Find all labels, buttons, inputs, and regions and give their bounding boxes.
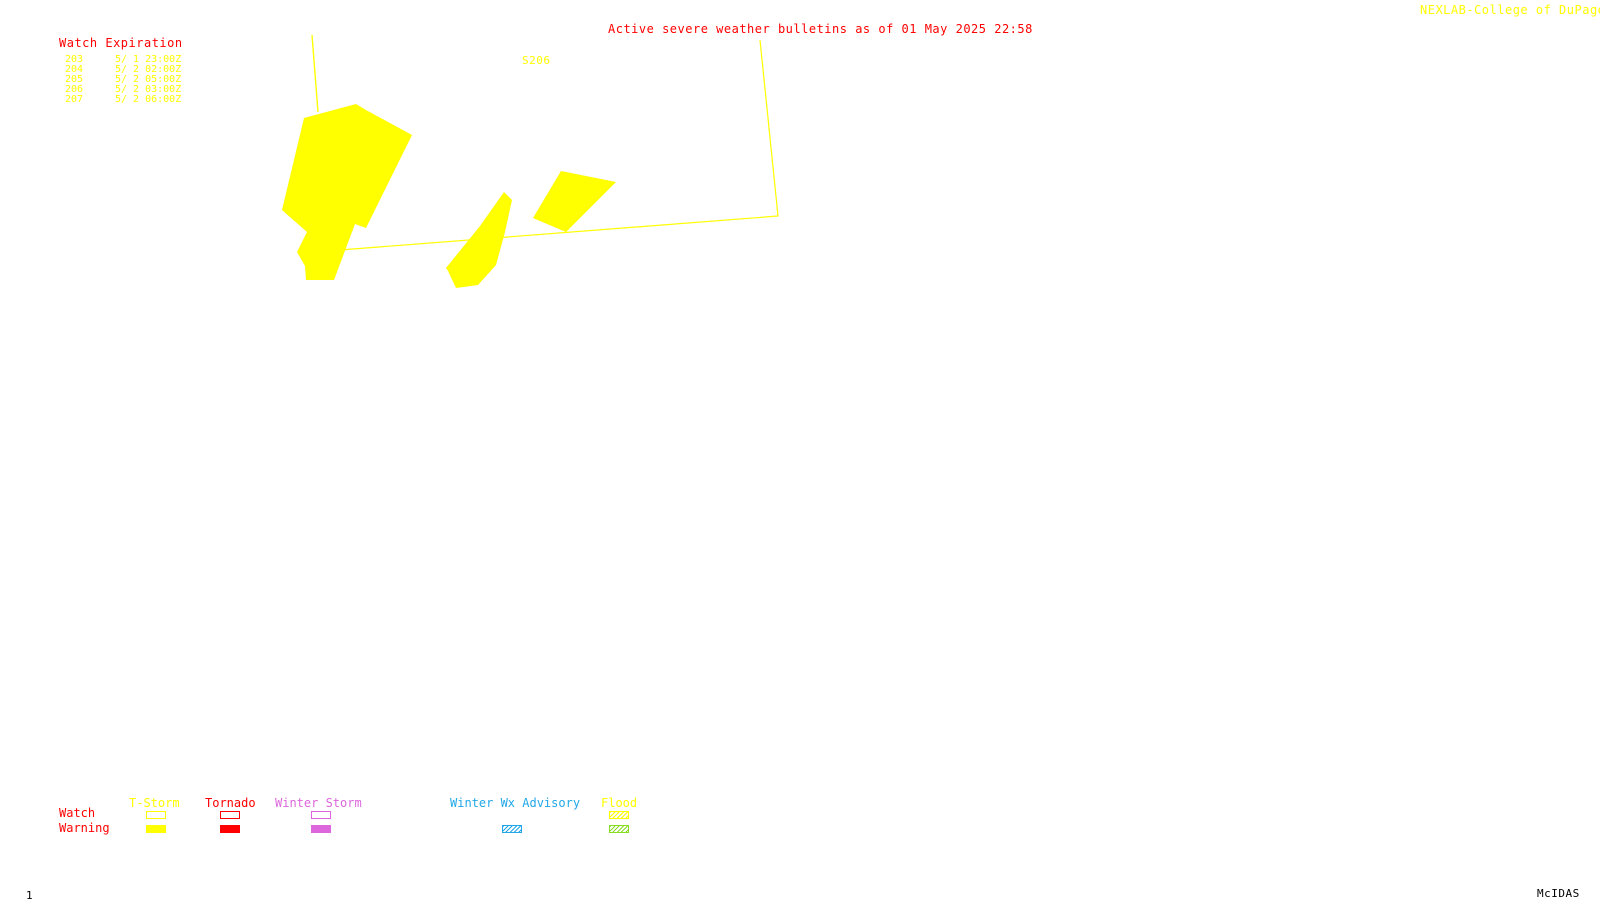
legend-watch-label: Watch bbox=[59, 806, 96, 820]
watch-expiration-row: 207 5/ 2 06:00Z bbox=[65, 95, 181, 105]
credit-label: NEXLAB-College of DuPage R bbox=[1420, 3, 1600, 17]
watch-expires: 5/ 2 06:00Z bbox=[115, 94, 182, 105]
tstorm-warning-polygon-2 bbox=[446, 192, 512, 288]
watch-expiration-title: Watch Expiration bbox=[59, 36, 183, 50]
legend-tornado-label: Tornado bbox=[205, 796, 256, 810]
watch-id: 204 bbox=[65, 64, 84, 75]
watch-expiration-row: 203 5/ 1 23:00Z bbox=[65, 55, 181, 65]
legend-flood-warning-swatch bbox=[609, 825, 629, 833]
watch-id: 206 bbox=[65, 84, 84, 95]
software-label: McIDAS bbox=[1537, 887, 1580, 900]
watch-expiration-row: 204 5/ 2 02:00Z bbox=[65, 65, 181, 75]
legend-warning-label: Warning bbox=[59, 821, 110, 835]
legend-tstorm-watch-swatch bbox=[146, 811, 166, 819]
watch-id: 207 bbox=[65, 94, 84, 105]
region-label: S206 bbox=[522, 54, 551, 67]
frame-number: 1 bbox=[26, 889, 34, 902]
watch-expiration-row: 206 5/ 2 03:00Z bbox=[65, 85, 181, 95]
legend-tstorm-warning-swatch bbox=[146, 825, 166, 833]
legend-tstorm-label: T-Storm bbox=[129, 796, 180, 810]
legend-winter-wx-advisory-swatch bbox=[502, 825, 522, 833]
legend-winter-storm-watch-swatch bbox=[311, 811, 331, 819]
watch-expires: 5/ 1 23:00Z bbox=[115, 54, 182, 65]
legend-winter-wx-advisory-label: Winter Wx Advisory bbox=[450, 796, 581, 810]
watch-expires: 5/ 2 03:00Z bbox=[115, 84, 182, 95]
legend-tornado-warning-swatch bbox=[220, 825, 240, 833]
legend-flood-label: Flood bbox=[601, 796, 638, 810]
legend-flood-watch-swatch bbox=[609, 811, 629, 819]
tstorm-warning-polygon-1 bbox=[282, 104, 412, 280]
watch-expires: 5/ 2 05:00Z bbox=[115, 74, 182, 85]
bulletin-title: Active severe weather bulletins as of 01… bbox=[608, 22, 1033, 36]
watch-expiration-row: 205 5/ 2 05:00Z bbox=[65, 75, 181, 85]
watch-id: 205 bbox=[65, 74, 84, 85]
watch-id: 203 bbox=[65, 54, 84, 65]
legend-winter-storm-warning-swatch bbox=[311, 825, 331, 833]
legend-tornado-watch-swatch bbox=[220, 811, 240, 819]
watch-expiration-list: 203 5/ 1 23:00Z 204 5/ 2 02:00Z 205 5/ 2 05… bbox=[65, 55, 181, 105]
legend-winter-storm-label: Winter Storm bbox=[275, 796, 362, 810]
tstorm-warning-polygon-3 bbox=[533, 171, 616, 232]
watch-expires: 5/ 2 02:00Z bbox=[115, 64, 182, 75]
